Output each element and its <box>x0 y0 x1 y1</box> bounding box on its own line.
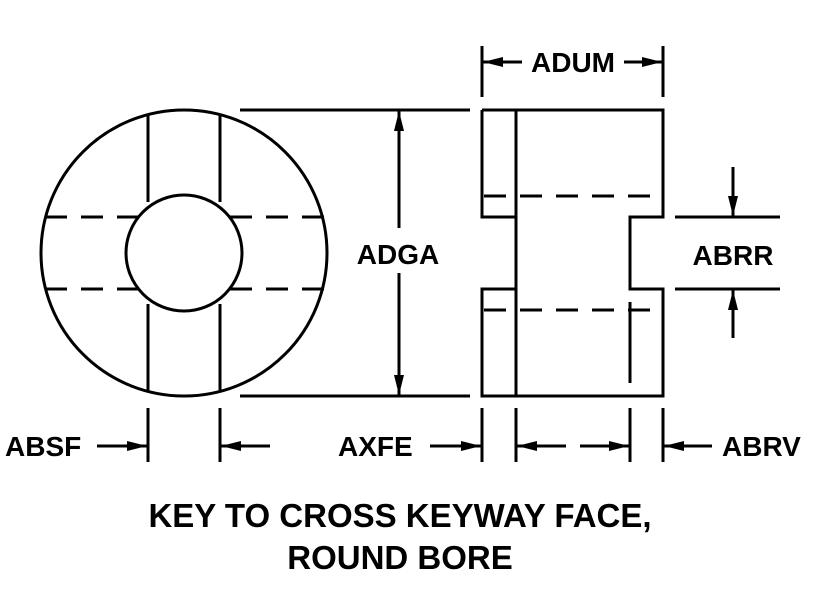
abrr-dimension: ABRR <box>675 167 780 338</box>
absf-label: ABSF <box>5 431 81 462</box>
outer-circle <box>39 108 329 398</box>
end-view <box>39 108 329 398</box>
adum-label: ADUM <box>531 47 615 78</box>
bore-circle <box>124 193 244 313</box>
bottom-dimensions: ABSF AXFE ABRV <box>5 408 801 462</box>
side-view <box>480 108 665 398</box>
caption-line-2: ROUND BORE <box>287 539 513 576</box>
adga-dimension: ADGA <box>240 108 470 398</box>
side-outline <box>480 108 665 398</box>
abrr-label: ABRR <box>693 240 774 271</box>
axfe-label: AXFE <box>338 431 413 462</box>
abrv-label: ABRV <box>722 431 801 462</box>
adga-label: ADGA <box>357 239 439 270</box>
caption-line-1: KEY TO CROSS KEYWAY FACE, <box>148 497 651 534</box>
adum-dimension: ADUM <box>480 46 665 97</box>
